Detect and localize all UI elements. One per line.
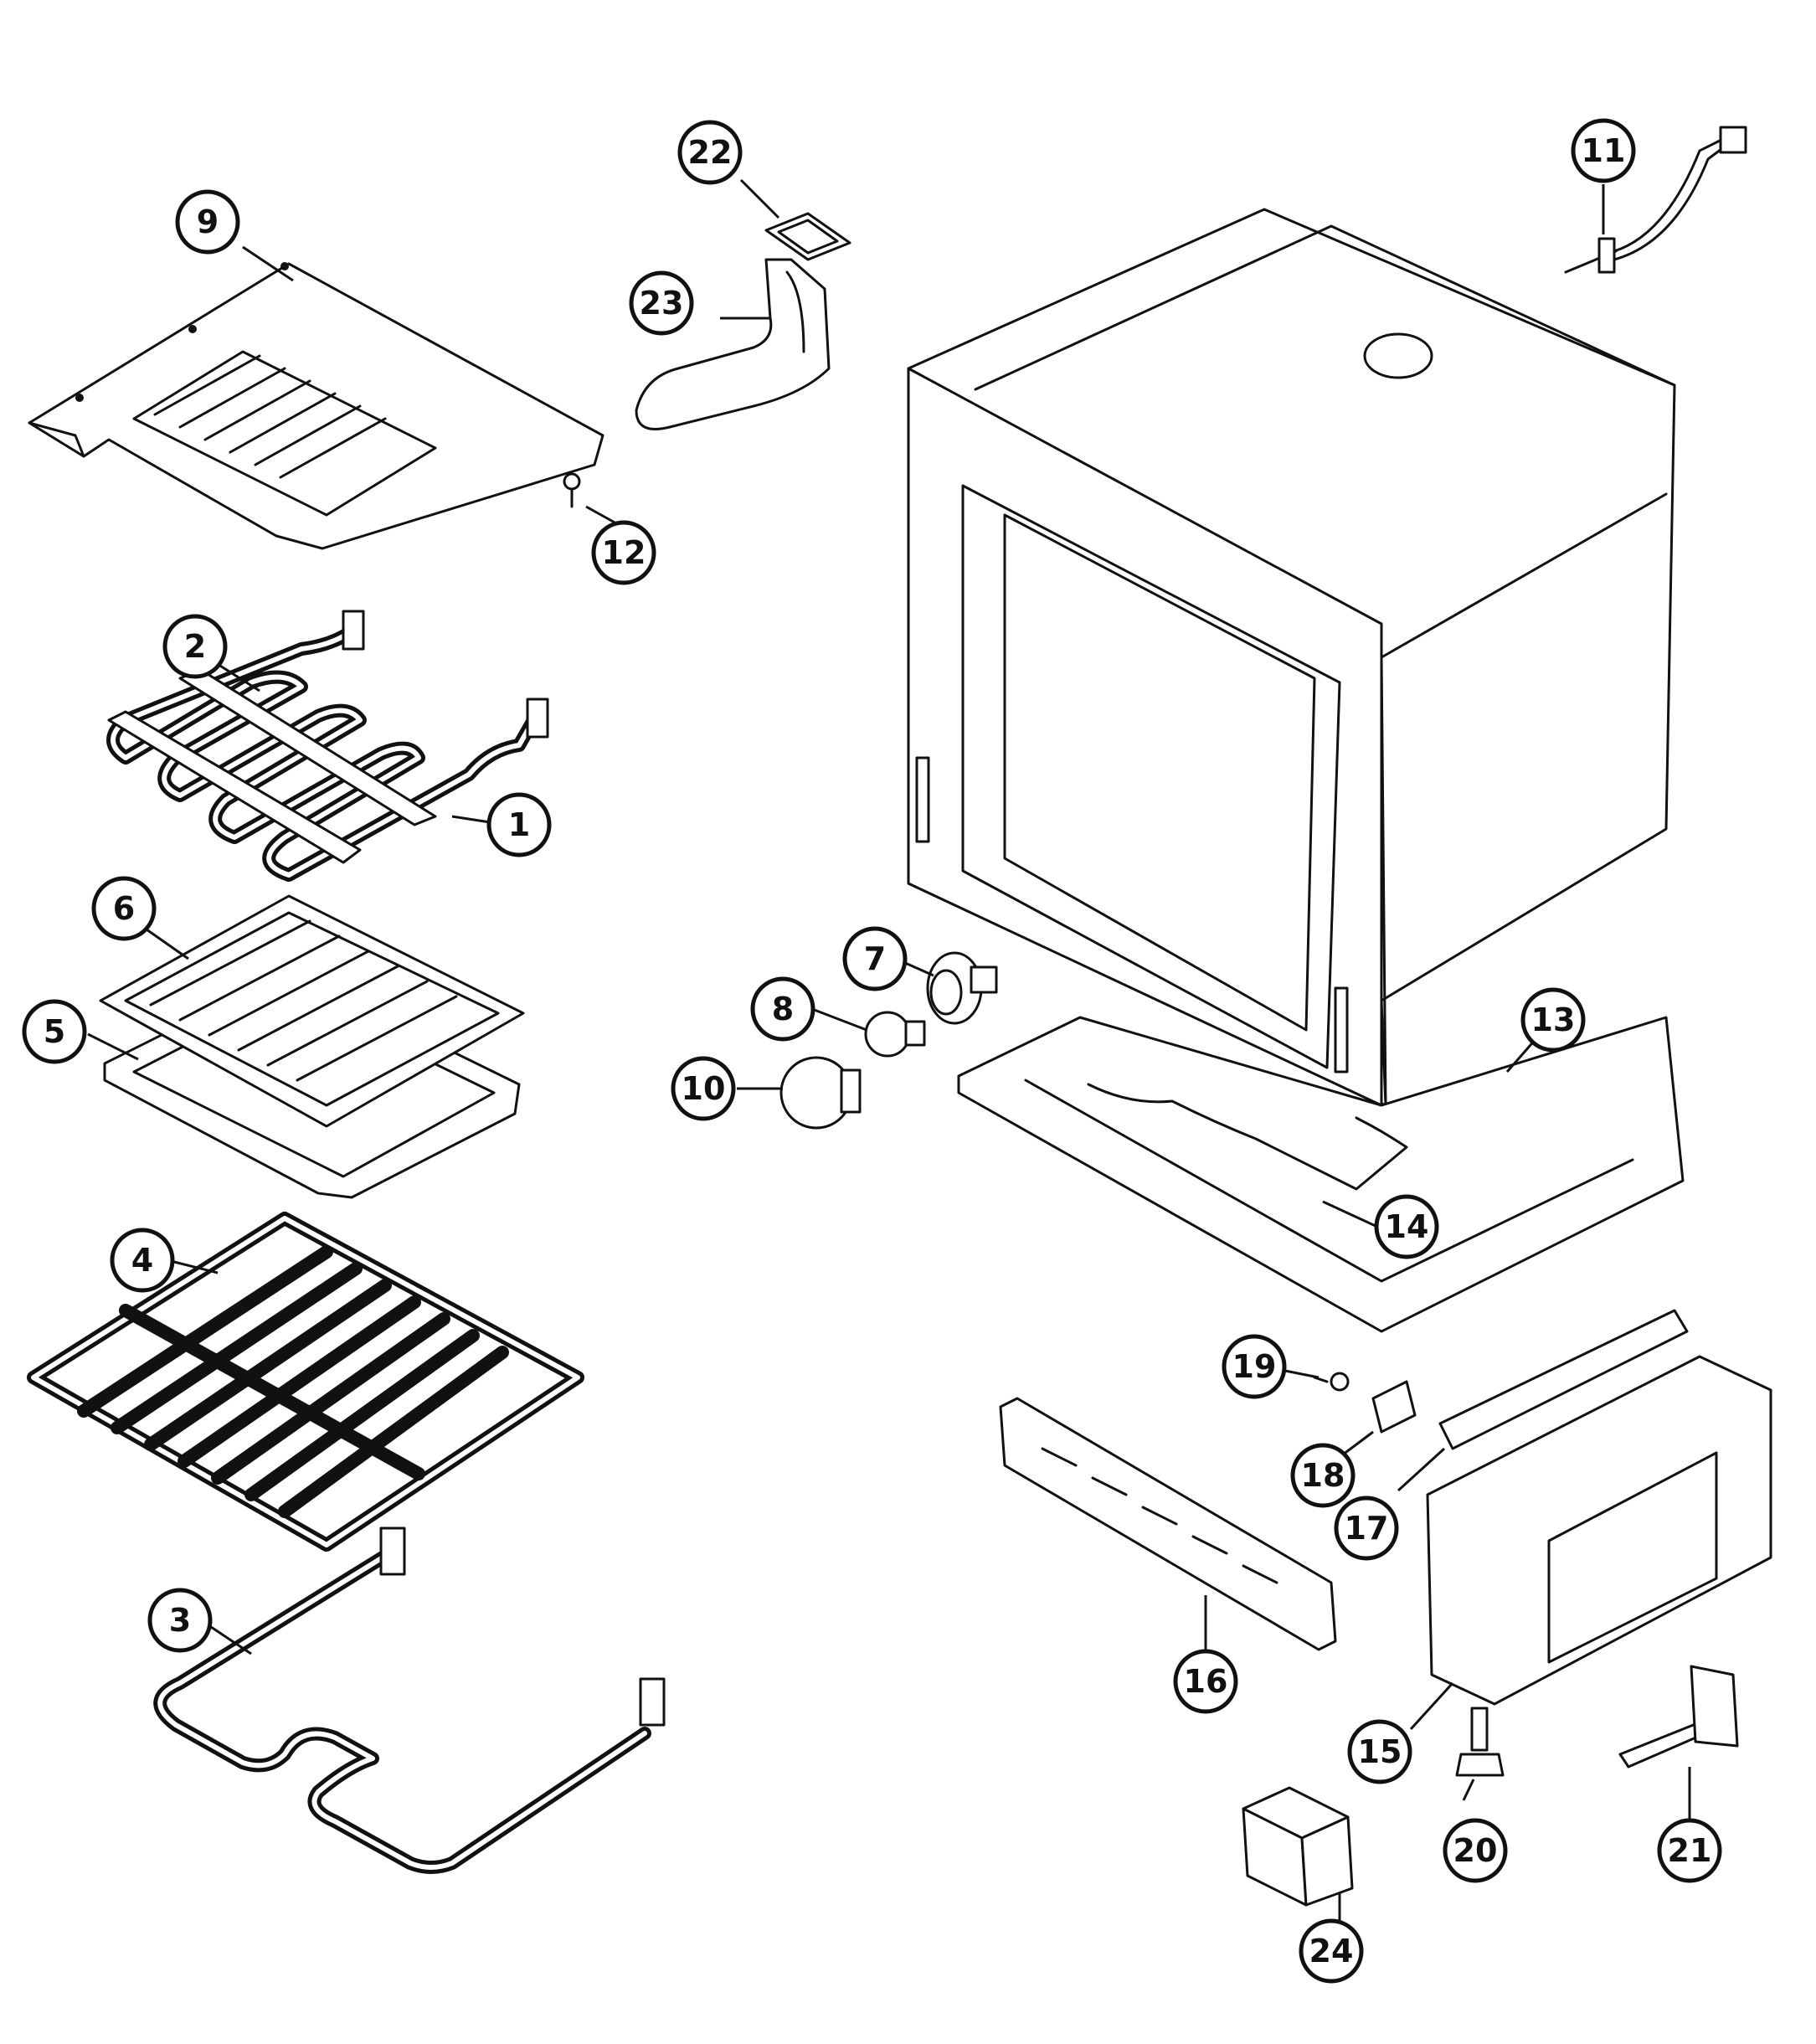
svg-text:21: 21 (1668, 1832, 1712, 1869)
callout-1: 1 (486, 792, 552, 857)
callout-10: 10 (671, 1056, 736, 1121)
callout-11: 11 (1571, 118, 1636, 183)
leader-lines (87, 178, 1691, 1926)
svg-text:22: 22 (688, 134, 733, 171)
part-3-bake-element (153, 1527, 666, 1874)
part-10-lamp-cover (779, 1056, 862, 1130)
part-22-pad (764, 212, 851, 261)
callout-21: 21 (1657, 1818, 1722, 1883)
callout-17: 17 (1334, 1496, 1399, 1561)
callout-8: 8 (750, 976, 815, 1042)
part-23-shield (635, 258, 831, 430)
callout-13: 13 (1520, 987, 1586, 1053)
callout-14: 14 (1374, 1194, 1439, 1259)
callout-24: 24 (1299, 1918, 1364, 1984)
part-16-vent-panel (999, 1397, 1337, 1651)
part-2-broil-element (106, 610, 549, 882)
callout-5: 5 (22, 999, 87, 1064)
callout-3: 3 (147, 1588, 213, 1653)
callout-19: 19 (1222, 1334, 1287, 1399)
part-18-clip (1371, 1380, 1417, 1434)
svg-text:14: 14 (1385, 1208, 1429, 1245)
part-14-insulation (1087, 1083, 1408, 1191)
callout-18: 18 (1290, 1443, 1356, 1508)
callout-6: 6 (91, 876, 157, 941)
svg-text:17: 17 (1345, 1510, 1389, 1547)
part-19-screw (1313, 1372, 1350, 1392)
svg-text:7: 7 (864, 940, 886, 977)
part-12-screw (563, 472, 581, 508)
callout-12: 12 (591, 520, 656, 585)
svg-text:9: 9 (197, 203, 219, 240)
callout-7: 7 (842, 926, 908, 991)
svg-text:12: 12 (602, 534, 646, 571)
part-17-rail (1438, 1309, 1689, 1450)
svg-text:10: 10 (682, 1070, 726, 1107)
callout-15: 15 (1347, 1719, 1412, 1784)
part-4-oven-rack (27, 1212, 584, 1552)
callout-23: 23 (629, 270, 694, 336)
part-13-oven-bottom (957, 1016, 1685, 1333)
callout-22: 22 (677, 120, 743, 185)
svg-text:16: 16 (1184, 1663, 1228, 1700)
part-8-lamp-bulb (864, 1011, 926, 1058)
svg-text:2: 2 (184, 628, 206, 665)
part-15-drawer-frame (1426, 1355, 1772, 1706)
callout-9: 9 (175, 189, 240, 255)
part-20-leveling-leg (1455, 1707, 1505, 1777)
svg-text:4: 4 (131, 1242, 153, 1279)
callout-16: 16 (1173, 1649, 1238, 1714)
svg-text:1: 1 (508, 806, 530, 843)
svg-text:5: 5 (44, 1013, 65, 1050)
svg-text:24: 24 (1309, 1933, 1354, 1969)
svg-text:18: 18 (1301, 1457, 1345, 1494)
callout-2: 2 (162, 614, 228, 679)
svg-text:11: 11 (1582, 132, 1626, 169)
part-24-cover (1242, 1786, 1354, 1907)
svg-text:13: 13 (1531, 1001, 1576, 1038)
svg-text:6: 6 (113, 890, 135, 927)
svg-text:15: 15 (1358, 1733, 1402, 1770)
part-6-broiler-insert (99, 894, 525, 1128)
svg-text:20: 20 (1453, 1832, 1498, 1869)
part-21-anti-tip-bracket (1618, 1665, 1739, 1769)
part-7-lamp-socket (926, 951, 998, 1025)
oven-cavity (907, 208, 1676, 1107)
callout-20: 20 (1443, 1818, 1508, 1883)
svg-text:8: 8 (772, 991, 794, 1027)
part-9-broiler-plate (28, 262, 604, 550)
svg-text:19: 19 (1232, 1348, 1277, 1385)
callout-4: 4 (110, 1228, 175, 1293)
part-11-sensor (1564, 126, 1747, 274)
svg-text:23: 23 (640, 285, 684, 322)
svg-text:3: 3 (169, 1602, 191, 1639)
